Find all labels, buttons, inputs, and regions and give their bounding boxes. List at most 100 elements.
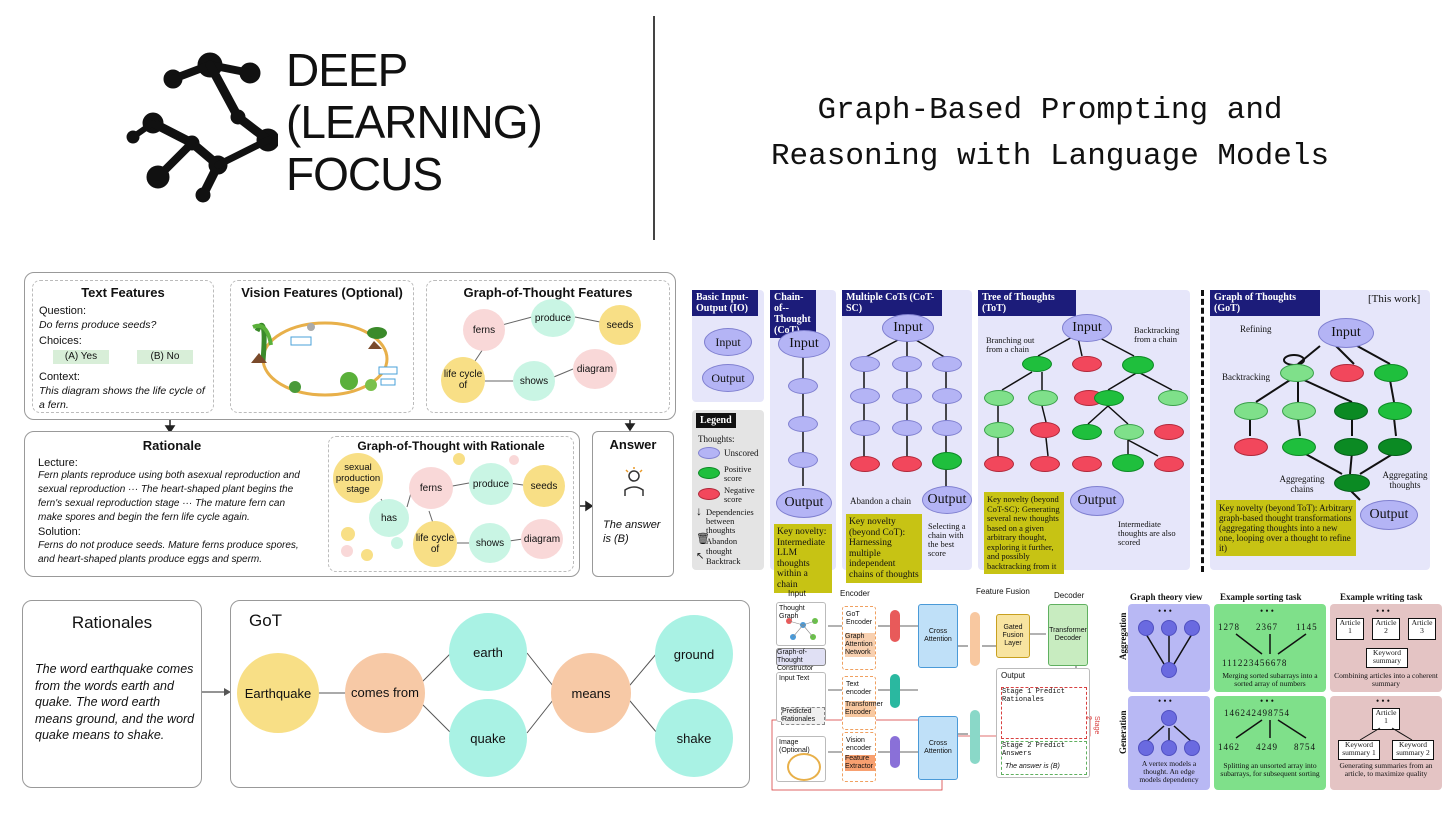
agg-graph-dots: • • • [1158, 606, 1172, 616]
got-constructor: Graph-of-Thought Constructor [776, 648, 826, 672]
cotsc-panel: Multiple CoTs (CoT-SC) Input Output Aban… [842, 290, 972, 583]
gen-sort-dots: • • • [1260, 696, 1274, 706]
tot-negative [1154, 424, 1184, 440]
rationale-box: Rationale Lecture: Fern plants reproduce… [30, 436, 314, 572]
legend-dependency-arrow-icon: ↓ [696, 504, 702, 518]
cotsc-thought [932, 388, 962, 404]
gen-graph-cell: • • • A vertex models a thought. An edge… [1128, 696, 1210, 790]
gen-write-summary-2: Keyword summary 2 [1392, 740, 1434, 760]
lightbulb-person-icon [624, 467, 644, 496]
gen-sort-part-1: 1462 [1218, 742, 1240, 752]
gen-graph-edges [1145, 725, 1193, 743]
gen-write-cell: • • • Article 1 Keyword summary 1 Keywor… [1330, 696, 1442, 790]
page-title: Graph-Based Prompting and Reasoning with… [680, 88, 1420, 180]
rationales-box: Rationales The word earthquake comes fro… [22, 600, 202, 788]
gen-graph-caption: A vertex models a thought. An edge model… [1139, 759, 1199, 784]
got-dark [1334, 402, 1368, 420]
rationales-to-got-arrow [202, 688, 231, 696]
gen-sort-caption: Splitting an unsorted array into subarra… [1220, 761, 1320, 778]
tot-positive [1022, 356, 1052, 372]
col-title-sorting: Example sorting task [1220, 592, 1302, 602]
cross-attention-top: Cross Attention [918, 604, 958, 668]
got-output-node: Output [1360, 500, 1418, 530]
vision-encoder: Vision encoder Feature Extractor [842, 732, 876, 782]
io-input-node: Input [704, 328, 752, 356]
agg-sort-result: 111223456678 [1222, 658, 1288, 668]
logo-line-2: (LEARNING) [286, 96, 543, 148]
legend-backtrack: Backtrack [706, 556, 741, 566]
tot-positive [1094, 390, 1124, 406]
gotr-dot [361, 549, 373, 561]
agg-write-article-3: Article 3 [1408, 618, 1436, 640]
agg-sort-top-1: 1278 [1218, 622, 1240, 632]
legend-positive-icon [698, 467, 720, 479]
thought-graph-label: Thought Graph [779, 605, 805, 620]
aggregating-thoughts-note: Aggregating thoughts [1382, 470, 1428, 490]
input-text-box: Input Text Predicted Rationales [776, 672, 826, 725]
row-title-generation: Generation [1118, 710, 1128, 755]
gat-label: Graph Attention Network [845, 633, 875, 657]
tot-negative [1072, 456, 1102, 472]
tot-positive [1112, 454, 1144, 472]
tot-positive [1122, 356, 1154, 374]
text-features-box: Text Features Question: Do ferns produce… [32, 280, 214, 413]
cotsc-thought [932, 420, 962, 436]
got-rationale-box: Graph-of-Thought with Rationale sexual p… [328, 436, 574, 572]
rationale-title: Rationale [142, 438, 202, 453]
gen-sort-top: 146242498754 [1224, 708, 1290, 718]
image-optional-label: Image (Optional) [779, 739, 810, 754]
backtracking-note: Backtracking [1222, 372, 1270, 382]
tot-light [984, 422, 1014, 438]
gen-sort-part-2: 4249 [1256, 742, 1278, 752]
col-title-writing: Example writing task [1340, 592, 1423, 602]
tot-positive [1072, 424, 1102, 440]
legend-unscored: Unscored [724, 448, 759, 458]
logo-line-1: DEEP [286, 44, 408, 96]
io-panel: Basic Input-Output (IO) Input Output [692, 290, 764, 402]
got-node-means: means [551, 653, 631, 733]
logo [118, 45, 280, 205]
question-label: Question: [39, 305, 87, 317]
tot-negative [1030, 456, 1060, 472]
gotr-node-sexual: sexual production stage [333, 453, 383, 503]
choice-b: (B) No [137, 350, 193, 364]
predicted-rationales: Predicted Rationales [781, 707, 825, 725]
agg-write-cell: • • • Article 1 Article 2 Article 3 Keyw… [1330, 604, 1442, 692]
agg-write-article-1: Article 1 [1336, 618, 1364, 640]
text-feature-vector [890, 674, 900, 708]
gotr-node-life-cycle: life cycle of [413, 521, 457, 567]
this-work-label: [This work] [1368, 293, 1421, 305]
gen-sort-cell: • • • 146242498754 1462 4249 8754 Splitt… [1214, 696, 1326, 790]
answer-b-label: The answer is (B) [1005, 763, 1060, 770]
cotsc-thought [892, 388, 922, 404]
cotsc-negative [850, 456, 880, 472]
tot-novelty: Key novelty (beyond CoT-SC): Generating … [984, 492, 1064, 574]
got-title: GoT [249, 611, 283, 630]
got-node-shows: shows [513, 361, 555, 401]
context-label: Context: [39, 371, 80, 383]
legend-panel: Legend Thoughts: Unscored Positive score… [692, 410, 764, 570]
got-node-life-cycle: life cycle of [441, 357, 485, 403]
got-features-title: Graph-of-Thought Features [463, 285, 633, 300]
gen-write-article: Article 1 [1372, 708, 1400, 730]
gen-write-summary-1: Keyword summary 1 [1338, 740, 1380, 760]
logo-mark-icon [126, 52, 280, 203]
gen-graph-dots: • • • [1158, 696, 1172, 706]
text-encoder-label: Text encoder [846, 681, 872, 696]
legend-negative: Negative score [724, 485, 755, 504]
cot-thought [788, 378, 818, 394]
stage1-label: Stage 1 Predict Rationales [1001, 687, 1087, 739]
backtracking-chain-note: Backtracking from a chain [1134, 325, 1180, 344]
rationales-title: Rationales [71, 613, 153, 632]
feature-extractor-label: Feature Extractor [845, 755, 875, 771]
agg-sort-cell: • • • 1278 2367 1145 111223456678 Mergin… [1214, 604, 1326, 692]
gotr-node-seeds: seeds [523, 465, 565, 507]
cotsc-negative [892, 456, 922, 472]
abandon-chain-note: Abandon a chain [850, 496, 911, 506]
refining-note: Refining [1240, 324, 1272, 334]
thought-graph-icon [786, 618, 818, 640]
cotsc-thought [892, 420, 922, 436]
gen-sort-part-3: 8754 [1294, 742, 1316, 752]
got-panel: Graph of Thoughts (GoT) [This work] Refi… [1210, 290, 1430, 570]
gated-fusion-layer: Gated Fusion Layer [996, 614, 1030, 658]
